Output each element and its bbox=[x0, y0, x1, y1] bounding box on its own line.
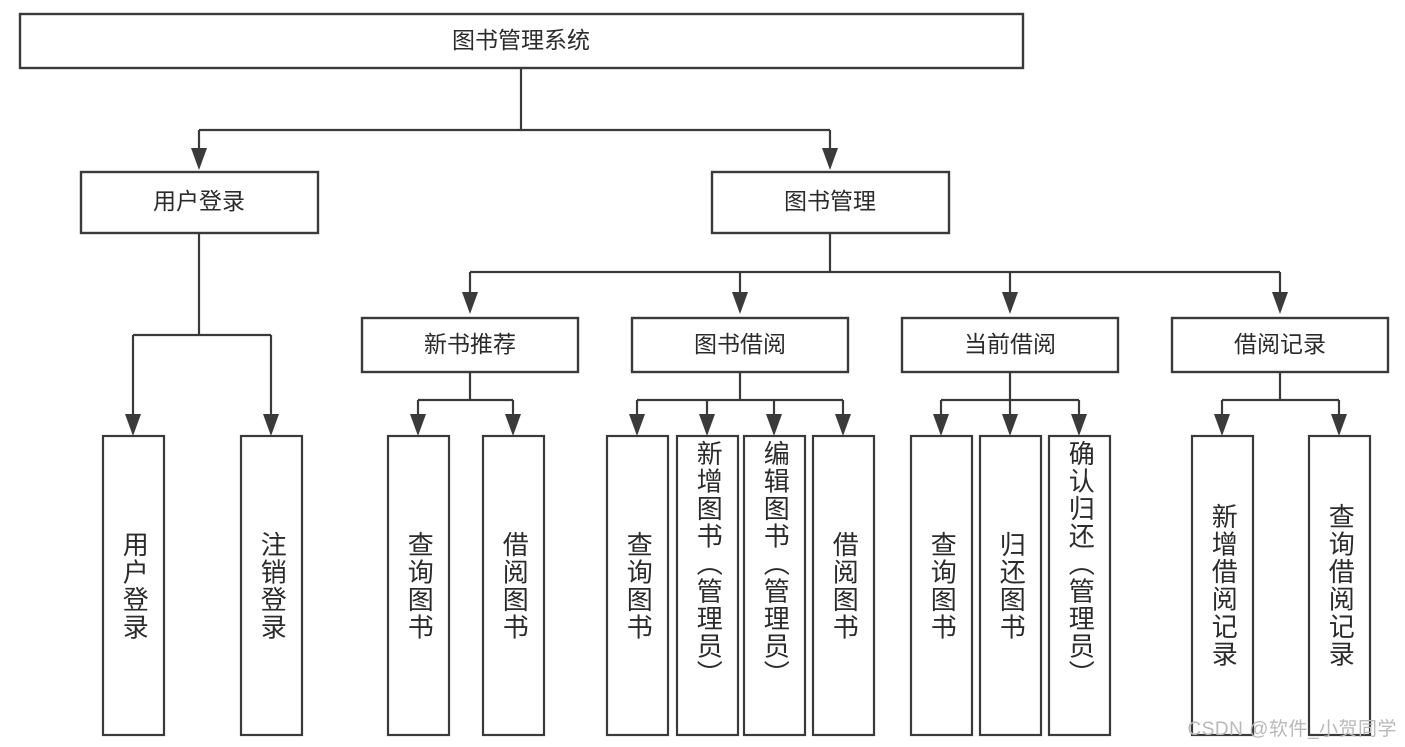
arrow-to-leaf-query-record bbox=[1331, 414, 1347, 436]
node-root-book-management-system[interactable]: 图书管理系统 bbox=[18, 12, 1025, 70]
leaf-box-query-book-3[interactable] bbox=[909, 434, 974, 737]
csdn-watermark: CSDN @软件_小贺同学 bbox=[1187, 719, 1397, 740]
node-new-book-recommend[interactable]: 新书推荐 bbox=[360, 316, 580, 374]
arrow-to-new-book-recommend bbox=[462, 292, 478, 314]
connector-new-book-recommend-to-leaves bbox=[410, 372, 521, 436]
leaf-box-borrow-book-2[interactable] bbox=[811, 434, 876, 737]
node-user-login-box bbox=[79, 170, 320, 235]
node-borrow-record[interactable]: 借阅记录 bbox=[1170, 316, 1390, 374]
node-book-management-label: 图书管理 bbox=[784, 188, 876, 214]
leaf-box-borrow-book-1[interactable] bbox=[481, 434, 546, 737]
leaf-box-edit-book[interactable] bbox=[742, 434, 807, 737]
node-book-borrow[interactable]: 图书借阅 bbox=[630, 316, 850, 374]
leaf-box-query-record[interactable] bbox=[1307, 434, 1372, 737]
node-current-borrow-box bbox=[900, 316, 1120, 374]
arrow-to-leaf-query-book-3 bbox=[933, 414, 949, 436]
leaf-box-add-book[interactable] bbox=[675, 434, 740, 737]
arrow-to-leaf-borrow-book-1 bbox=[505, 414, 521, 436]
node-root-box bbox=[18, 12, 1025, 70]
leaf-box-user-login[interactable] bbox=[101, 434, 166, 737]
arrow-to-borrow-record bbox=[1272, 292, 1288, 314]
arrow-to-leaf-edit-book bbox=[766, 414, 782, 436]
node-new-book-recommend-label: 新书推荐 bbox=[424, 331, 516, 357]
leaf-box-query-book-1[interactable] bbox=[386, 434, 451, 737]
arrow-to-leaf-borrow-book-2 bbox=[835, 414, 851, 436]
connector-user-login-to-leaves bbox=[125, 233, 279, 436]
arrow-to-book-borrow bbox=[732, 292, 748, 314]
node-book-borrow-label: 图书借阅 bbox=[694, 331, 786, 357]
arrow-to-leaf-return-book bbox=[1002, 414, 1018, 436]
arrow-to-leaf-add-book bbox=[699, 414, 715, 436]
node-book-management[interactable]: 图书管理 bbox=[710, 170, 951, 235]
node-new-book-recommend-box bbox=[360, 316, 580, 374]
leaf-box-logout[interactable] bbox=[239, 434, 304, 737]
leaf-box-return-book[interactable] bbox=[978, 434, 1043, 737]
leaf-box-add-record[interactable] bbox=[1190, 434, 1255, 737]
node-current-borrow-label: 当前借阅 bbox=[964, 331, 1056, 357]
arrow-to-current-borrow bbox=[1002, 292, 1018, 314]
arrow-to-leaf-user-login bbox=[125, 414, 141, 436]
arrow-to-leaf-logout bbox=[263, 414, 279, 436]
arrow-to-user-login bbox=[191, 148, 207, 170]
node-root-label: 图书管理系统 bbox=[452, 27, 590, 53]
arrow-to-leaf-query-book-2 bbox=[629, 414, 645, 436]
connector-current-borrow-to-leaves bbox=[933, 372, 1087, 436]
connector-book-management-to-level3 bbox=[462, 233, 1288, 314]
leaf-box-confirm-return[interactable] bbox=[1047, 434, 1112, 737]
connector-book-borrow-to-leaves bbox=[629, 372, 851, 436]
node-borrow-record-label: 借阅记录 bbox=[1234, 331, 1326, 357]
node-user-login-label: 用户登录 bbox=[153, 188, 245, 214]
node-user-login[interactable]: 用户登录 bbox=[79, 170, 320, 235]
arrow-to-leaf-query-book-1 bbox=[410, 414, 426, 436]
arrow-to-leaf-add-record bbox=[1214, 414, 1230, 436]
node-current-borrow[interactable]: 当前借阅 bbox=[900, 316, 1120, 374]
connector-root-to-level2 bbox=[191, 68, 838, 170]
leaf-box-query-book-2[interactable] bbox=[605, 434, 670, 737]
arrow-to-leaf-confirm-return bbox=[1071, 414, 1087, 436]
connector-borrow-record-to-leaves bbox=[1214, 372, 1347, 436]
arrow-to-book-management bbox=[822, 148, 838, 170]
